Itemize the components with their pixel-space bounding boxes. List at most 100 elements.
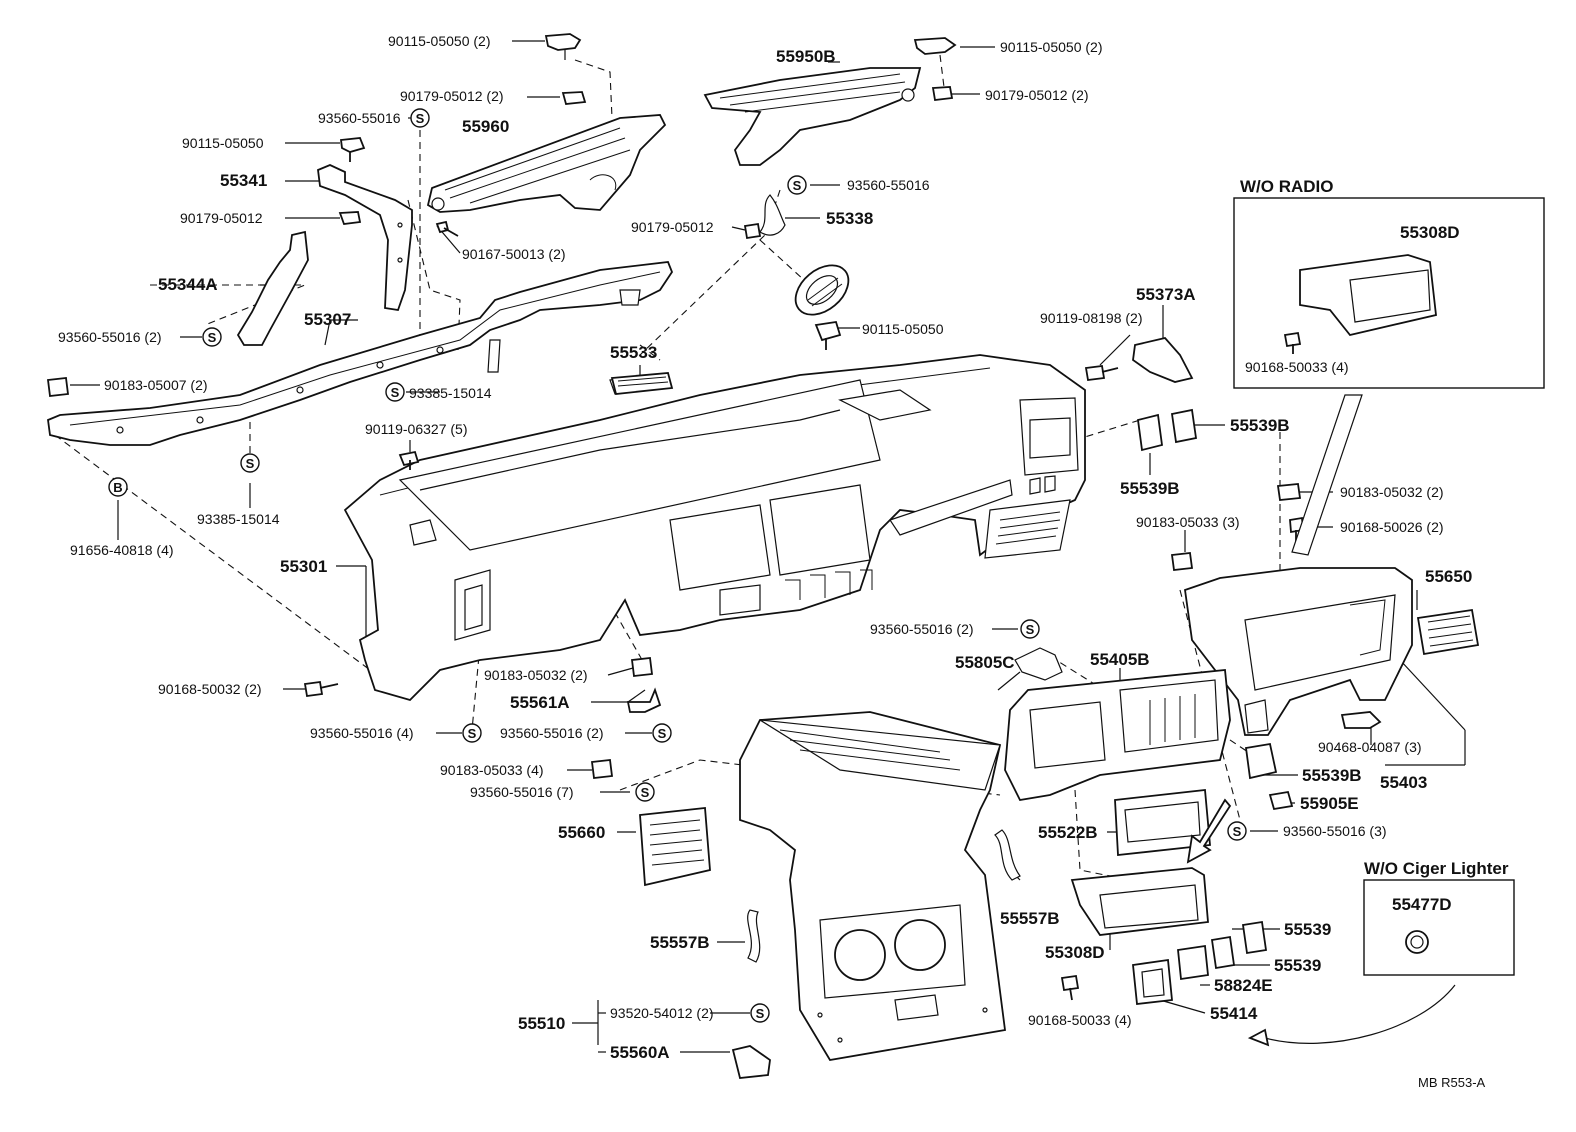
label-90179-05012-2-right: 90179-05012 (2) bbox=[985, 87, 1089, 103]
label-93560-55016-2: 93560-55016 (2) bbox=[58, 329, 162, 345]
label-90167-50013-2: 90167-50013 (2) bbox=[462, 246, 566, 262]
label-90168-50033-4-bottom: 90168-50033 (4) bbox=[1028, 1012, 1132, 1028]
b-mark: B bbox=[113, 480, 122, 495]
label-90183-05032-2-right: 90183-05032 (2) bbox=[1340, 484, 1444, 500]
label-55557B-left: 55557B bbox=[650, 933, 710, 952]
label-55960: 55960 bbox=[462, 117, 509, 136]
label-55561A: 55561A bbox=[510, 693, 570, 712]
instrument-panel-55301 bbox=[343, 354, 1086, 702]
label-55905E: 55905E bbox=[1300, 794, 1359, 813]
label-90468-04087-3: 90468-04087 (3) bbox=[1318, 739, 1422, 755]
label-55805C: 55805C bbox=[955, 653, 1015, 672]
label-55373A: 55373A bbox=[1136, 285, 1196, 304]
s-mark: S bbox=[416, 111, 425, 126]
duct-55960 bbox=[426, 114, 667, 213]
label-55341: 55341 bbox=[220, 171, 267, 190]
label-93560-55016-right: 93560-55016 bbox=[847, 177, 930, 193]
arrow-to-pocket bbox=[1186, 798, 1232, 864]
s-mark: S bbox=[1233, 824, 1242, 839]
label-91656-40818-4: 91656-40818 (4) bbox=[70, 542, 174, 558]
label-90115-05050-2-right: 90115-05050 (2) bbox=[1000, 39, 1102, 55]
s-mark: S bbox=[208, 330, 217, 345]
label-55344A: 55344A bbox=[158, 275, 218, 294]
switch-55805C bbox=[997, 647, 1063, 691]
label-90168-50032-2: 90168-50032 (2) bbox=[158, 681, 262, 697]
knob-55539-b bbox=[1210, 935, 1236, 970]
s-mark: S bbox=[641, 785, 650, 800]
label-90115-05050: 90115-05050 bbox=[182, 135, 264, 151]
nut-90179-05012-top bbox=[561, 91, 587, 105]
label-90168-50033-4-box: 90168-50033 (4) bbox=[1245, 359, 1349, 375]
part-labels: 90115-05050 (2) 90179-05012 (2) 93560-55… bbox=[58, 33, 1509, 1090]
label-90183-05007-2: 90183-05007 (2) bbox=[104, 377, 208, 393]
s-mark: S bbox=[391, 385, 400, 400]
label-55539B-b: 55539B bbox=[1120, 479, 1180, 498]
label-55308D-box: 55308D bbox=[1400, 223, 1460, 242]
label-55307: 55307 bbox=[304, 310, 351, 329]
brace-55344A bbox=[236, 230, 309, 346]
wire-55557B-right bbox=[994, 829, 1021, 881]
label-90183-05033-3: 90183-05033 (3) bbox=[1136, 514, 1240, 530]
nut-90179-05012-b bbox=[743, 222, 762, 240]
screw-90115-05050 bbox=[339, 137, 366, 162]
bezel-55405B bbox=[1004, 669, 1231, 801]
clip-90183-05032-mid bbox=[630, 657, 654, 677]
label-55539B-a: 55539B bbox=[1230, 416, 1290, 435]
part-drawings bbox=[46, 33, 1545, 1079]
label-55539B-c: 55539B bbox=[1302, 766, 1362, 785]
screw-90119-08198 bbox=[1084, 364, 1119, 382]
label-55403: 55403 bbox=[1380, 773, 1427, 792]
label-55557B-right: 55557B bbox=[1000, 909, 1060, 928]
label-58824E: 58824E bbox=[1214, 976, 1273, 995]
label-93560-55016-2-mid: 93560-55016 (2) bbox=[500, 725, 604, 741]
knob-55539B-a bbox=[1137, 413, 1163, 452]
label-55539-a: 55539 bbox=[1284, 920, 1331, 939]
label-55950B: 55950B bbox=[776, 47, 836, 66]
label-90179-05012-2: 90179-05012 (2) bbox=[400, 88, 504, 104]
label-55414: 55414 bbox=[1210, 1004, 1258, 1023]
bracket-55560A bbox=[731, 1045, 771, 1079]
wo-cigar-lighter-box bbox=[1363, 879, 1515, 976]
wire-55561A bbox=[626, 687, 662, 713]
reinforcement-55307 bbox=[47, 261, 674, 446]
knob-55539B-b bbox=[1170, 408, 1198, 444]
wire-55338 bbox=[759, 194, 786, 236]
s-mark: S bbox=[658, 726, 667, 741]
support-rod bbox=[1291, 394, 1363, 556]
label-55522B: 55522B bbox=[1038, 823, 1098, 842]
label-55660: 55660 bbox=[558, 823, 605, 842]
diagram-reference: MB R553-A bbox=[1418, 1075, 1486, 1090]
clip-90183-05033 bbox=[1170, 552, 1194, 571]
cluster-hood-55403 bbox=[1184, 567, 1413, 736]
label-55301: 55301 bbox=[280, 557, 327, 576]
label-90115-05050-2: 90115-05050 (2) bbox=[388, 33, 490, 49]
s-mark: S bbox=[793, 178, 802, 193]
label-93560-55016: 93560-55016 bbox=[318, 110, 401, 126]
label-93520-54012-2: 93520-54012 (2) bbox=[610, 1005, 714, 1021]
label-90183-05032-2: 90183-05032 (2) bbox=[484, 667, 588, 683]
label-93560-55016-4: 93560-55016 (4) bbox=[310, 725, 414, 741]
label-90168-50026-2: 90168-50026 (2) bbox=[1340, 519, 1444, 535]
bracket-55341 bbox=[317, 164, 413, 312]
screw-90119-06327 bbox=[398, 450, 420, 470]
label-55560A: 55560A bbox=[610, 1043, 670, 1062]
label-93560-55016-2-right: 93560-55016 (2) bbox=[870, 621, 974, 637]
s-mark: S bbox=[1026, 622, 1035, 637]
label-90115-05050-b: 90115-05050 bbox=[862, 321, 944, 337]
label-90119-08198-2: 90119-08198 (2) bbox=[1040, 310, 1142, 326]
s-mark: S bbox=[756, 1006, 765, 1021]
label-55308D-bottom: 55308D bbox=[1045, 943, 1105, 962]
label-55533: 55533 bbox=[610, 343, 657, 362]
s-mark: S bbox=[468, 726, 477, 741]
screw-90168-50032 bbox=[303, 680, 339, 698]
clip-90183-05033-left bbox=[590, 759, 614, 779]
vent-55660 bbox=[639, 807, 711, 887]
label-93385-15014: 93385-15014 bbox=[409, 385, 492, 401]
label-90179-05012: 90179-05012 bbox=[180, 210, 263, 226]
nut-90179-05012-top-right bbox=[931, 86, 954, 101]
wire-55557B-left bbox=[747, 909, 761, 963]
nut-90179-05012 bbox=[338, 211, 362, 225]
clip-90183-05007 bbox=[46, 377, 70, 397]
curved-arrow bbox=[1264, 984, 1456, 1044]
